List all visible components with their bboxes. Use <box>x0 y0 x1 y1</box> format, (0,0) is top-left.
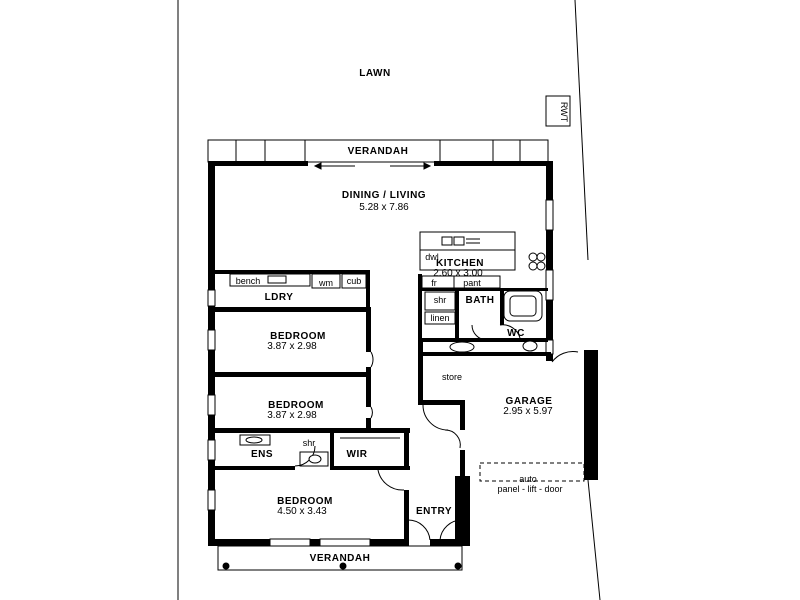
ensuite-shower-label: shr <box>303 438 316 448</box>
garage-door <box>479 462 585 482</box>
wc-label: WC <box>507 328 525 339</box>
cub-label: cub <box>347 276 362 286</box>
wm-label: wm <box>318 278 333 288</box>
windows <box>207 199 554 547</box>
verandah-top-label: VERANDAH <box>348 146 409 157</box>
wir-label: WIR <box>347 449 368 460</box>
rwt-label: RWT <box>559 102 569 123</box>
verandah-bottom-label: VERANDAH <box>310 553 371 564</box>
bedroom2-label: BEDROOM <box>268 400 324 411</box>
bedroom1-dim: 3.87 x 2.98 <box>267 341 317 352</box>
entry-label: ENTRY <box>416 506 452 517</box>
rwt-tank <box>545 95 571 127</box>
cooktop-ring <box>528 252 538 262</box>
verandah-top <box>207 139 549 163</box>
laundry-label: LDRY <box>265 292 294 303</box>
fixtures <box>229 231 546 467</box>
bedroom1-label: BEDROOM <box>270 331 326 342</box>
dwl-label: dwl <box>425 252 439 262</box>
property-boundary <box>177 0 601 600</box>
kitchen-dim: 2.60 x 3.00 <box>433 268 483 279</box>
bedroom3-dim: 4.50 x 3.43 <box>277 506 327 517</box>
garage-label: GARAGE <box>506 396 553 407</box>
interior-walls <box>215 270 598 546</box>
garage-door-label: panel - lift - door <box>497 484 562 494</box>
bedroom2-dim: 3.87 x 2.98 <box>267 410 317 421</box>
bench-label: bench <box>236 276 261 286</box>
garage-door-auto-label: auto <box>519 474 537 484</box>
dining-living-label: DINING / LIVING <box>342 190 426 201</box>
kitchen-bench <box>419 231 516 251</box>
sliding-door <box>313 162 432 170</box>
kitchen-label: KITCHEN <box>436 258 484 269</box>
linen-label: linen <box>430 313 449 323</box>
store-label: store <box>442 372 462 382</box>
verandah-bottom <box>217 545 463 571</box>
bedroom3-label: BEDROOM <box>277 496 333 507</box>
bath-shower-label: shr <box>434 295 447 305</box>
door-swings <box>294 324 579 541</box>
pantry-label: pant <box>463 278 481 288</box>
garage-dim: 2.95 x 5.97 <box>503 406 553 417</box>
dining-living-dim: 5.28 x 7.86 <box>359 202 409 213</box>
lawn-label: LAWN <box>359 68 390 79</box>
fridge-label: fr <box>431 278 437 288</box>
ensuite-label: ENS <box>251 449 273 460</box>
bath-label: BATH <box>465 295 494 306</box>
